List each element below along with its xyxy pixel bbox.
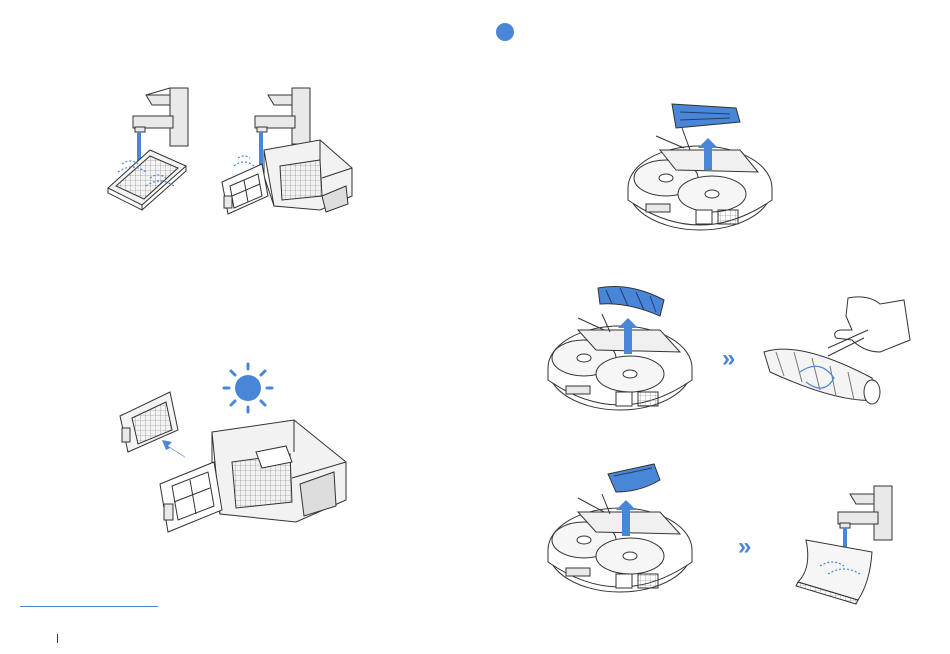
page-number-marker	[57, 634, 58, 643]
sun-icon	[224, 364, 272, 412]
brush-guard	[672, 104, 740, 128]
next-step-arrow: »	[738, 533, 751, 560]
next-step-arrow: »	[722, 345, 735, 372]
remove-main-brush	[548, 287, 692, 411]
step-number-dot	[496, 23, 514, 41]
hand-cutting-icon	[835, 297, 910, 352]
tap-icon	[255, 88, 310, 144]
remove-brush-guard	[628, 104, 772, 230]
footer-rule	[20, 606, 158, 607]
rinse-cover-under-tap	[796, 486, 892, 604]
mop-cover	[608, 464, 660, 492]
tap-icon	[133, 88, 188, 146]
dustbin-filter-rinse	[222, 88, 352, 214]
main-brush	[598, 287, 664, 317]
sun-dry	[120, 364, 346, 532]
remove-mop-cover	[548, 464, 692, 592]
filter-rinse-under-tap	[108, 88, 188, 210]
cut-hair-from-brush	[764, 297, 910, 404]
